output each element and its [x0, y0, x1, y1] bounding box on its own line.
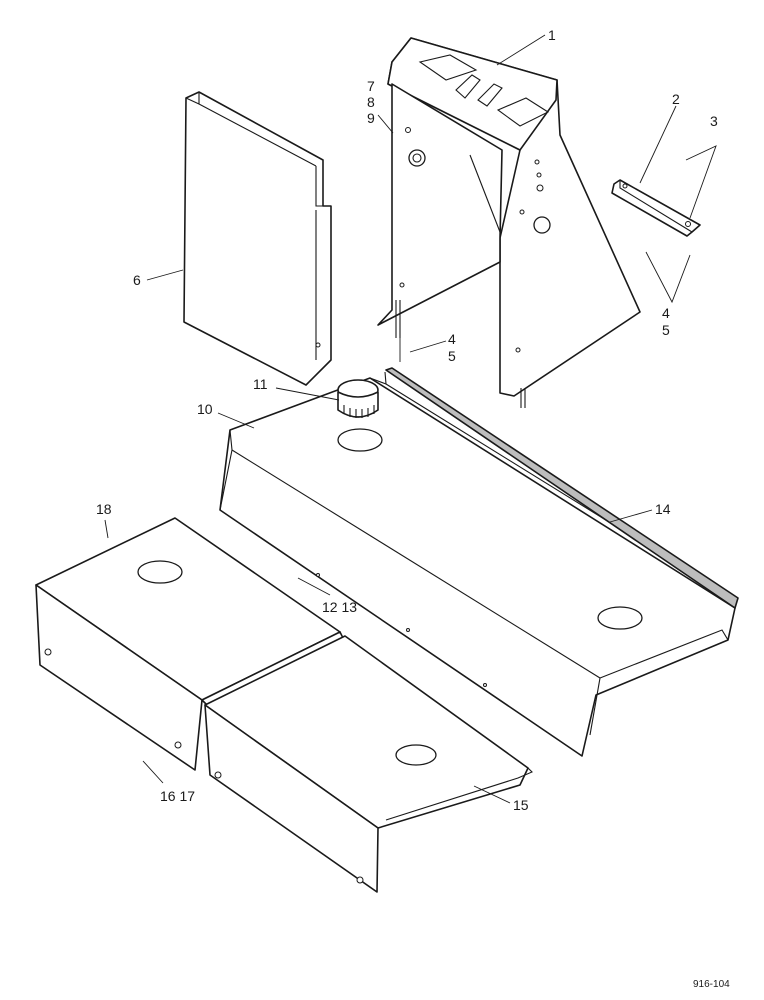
callout-4-center: 4	[448, 331, 456, 347]
callout-5-right: 5	[662, 322, 670, 338]
left-cover-part-18	[35, 517, 346, 771]
callout-15: 15	[513, 797, 529, 813]
callout-2: 2	[672, 91, 680, 107]
callout-9: 9	[367, 110, 375, 126]
figure-reference: 916-104	[693, 979, 730, 990]
callout-14: 14	[655, 501, 671, 517]
callout-1: 1	[548, 27, 556, 43]
support-tower-part-1	[377, 37, 641, 408]
callout-5-center: 5	[448, 348, 456, 364]
right-cover-part-15	[204, 635, 533, 893]
callout-6: 6	[133, 272, 141, 288]
callout-labels: 1 2 3 4 5 4 5 6 7 8 9 10 11 12 13 14 15 …	[96, 27, 718, 813]
hardware-leaders	[399, 145, 717, 362]
bracket-part-2	[611, 179, 701, 237]
callout-7: 7	[367, 78, 375, 94]
callout-12-13: 12 13	[322, 599, 357, 615]
tank-cover-part-10	[219, 367, 739, 757]
callout-10: 10	[197, 401, 213, 417]
callout-4-right: 4	[662, 305, 670, 321]
callout-11: 11	[253, 376, 268, 392]
side-panel-part-6	[183, 91, 332, 386]
filler-cap-part-11	[337, 379, 379, 418]
callout-3: 3	[710, 113, 718, 129]
callout-8: 8	[367, 94, 375, 110]
callout-18: 18	[96, 501, 112, 517]
callout-16-17: 16 17	[160, 788, 195, 804]
callout-leaders	[104, 34, 677, 804]
